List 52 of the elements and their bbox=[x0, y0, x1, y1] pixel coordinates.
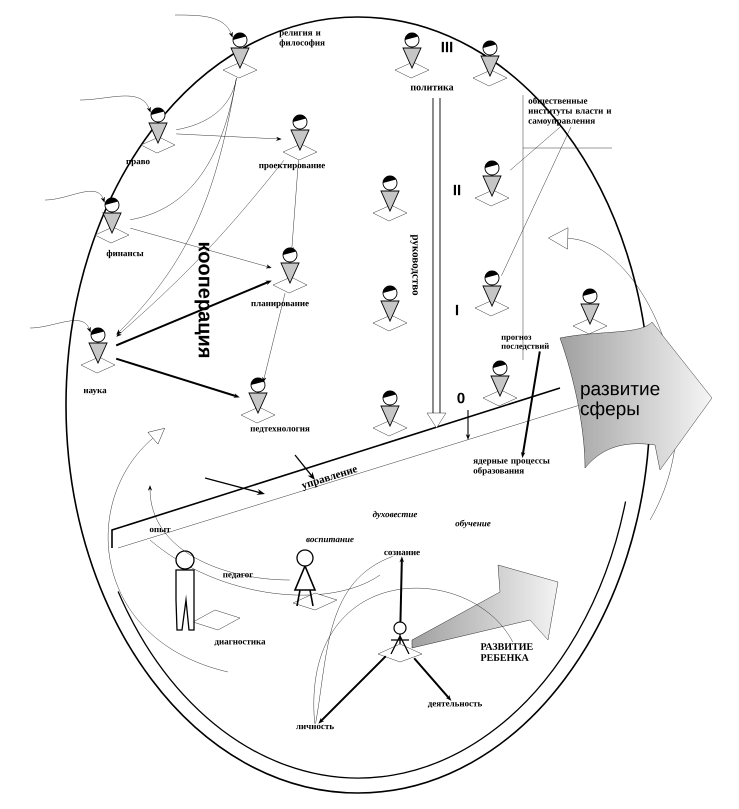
arrow bbox=[80, 96, 151, 112]
person-figure bbox=[572, 288, 608, 334]
label: политика bbox=[410, 86, 454, 90]
node-label: планирование bbox=[251, 302, 309, 308]
node-label: проектирование bbox=[258, 164, 326, 170]
node-label: педтехнология bbox=[250, 427, 310, 433]
person-figure bbox=[474, 160, 510, 206]
label: руководство bbox=[410, 234, 418, 296]
person-figure bbox=[378, 621, 422, 662]
label: III bbox=[442, 42, 452, 52]
person-figure bbox=[372, 390, 408, 436]
person-figure: проектирование bbox=[259, 114, 325, 170]
label: диагностика bbox=[214, 640, 266, 646]
arrow bbox=[262, 293, 286, 382]
label: опыт bbox=[150, 528, 170, 532]
person-figure: финансы bbox=[94, 198, 144, 258]
node-label: сознание bbox=[384, 550, 420, 556]
node-label: прогноз последствий bbox=[501, 336, 549, 350]
person-figure bbox=[292, 549, 338, 610]
person-figure bbox=[372, 286, 408, 332]
label: кооперация bbox=[194, 242, 210, 358]
person-figure bbox=[472, 40, 508, 86]
label: духовестие bbox=[372, 510, 418, 520]
node-label: РЕБЕНКА bbox=[480, 654, 529, 661]
node-label: педагог bbox=[222, 573, 254, 579]
label: обучение bbox=[455, 520, 491, 528]
label: II bbox=[454, 184, 460, 196]
arrow bbox=[176, 134, 282, 141]
label: воспитание bbox=[306, 538, 354, 542]
person-figure: планирование bbox=[251, 248, 309, 308]
person-figure: педтехнология bbox=[240, 378, 310, 433]
arrow bbox=[148, 485, 290, 580]
person-figure bbox=[482, 360, 518, 406]
arrow bbox=[44, 191, 105, 202]
person-figure bbox=[372, 176, 408, 222]
arrow bbox=[174, 14, 233, 38]
node-label: наука bbox=[84, 388, 107, 396]
person-figure: религия и философия bbox=[222, 31, 325, 78]
person-figure bbox=[394, 32, 430, 78]
node-label: религия и философия bbox=[279, 31, 325, 48]
node-label: деятельность bbox=[428, 702, 482, 708]
person-figure: наука bbox=[80, 328, 116, 396]
label: 0 bbox=[457, 392, 465, 404]
person-figure: педагог bbox=[175, 550, 254, 631]
arrow bbox=[116, 160, 284, 337]
arrow bbox=[130, 228, 272, 268]
node-label: личность bbox=[296, 724, 334, 730]
node-label: ядерные процессы образования bbox=[473, 459, 550, 476]
arrow bbox=[30, 320, 91, 332]
person-figure bbox=[474, 270, 510, 316]
label: I bbox=[456, 304, 458, 316]
node-label: финансы bbox=[106, 250, 144, 258]
